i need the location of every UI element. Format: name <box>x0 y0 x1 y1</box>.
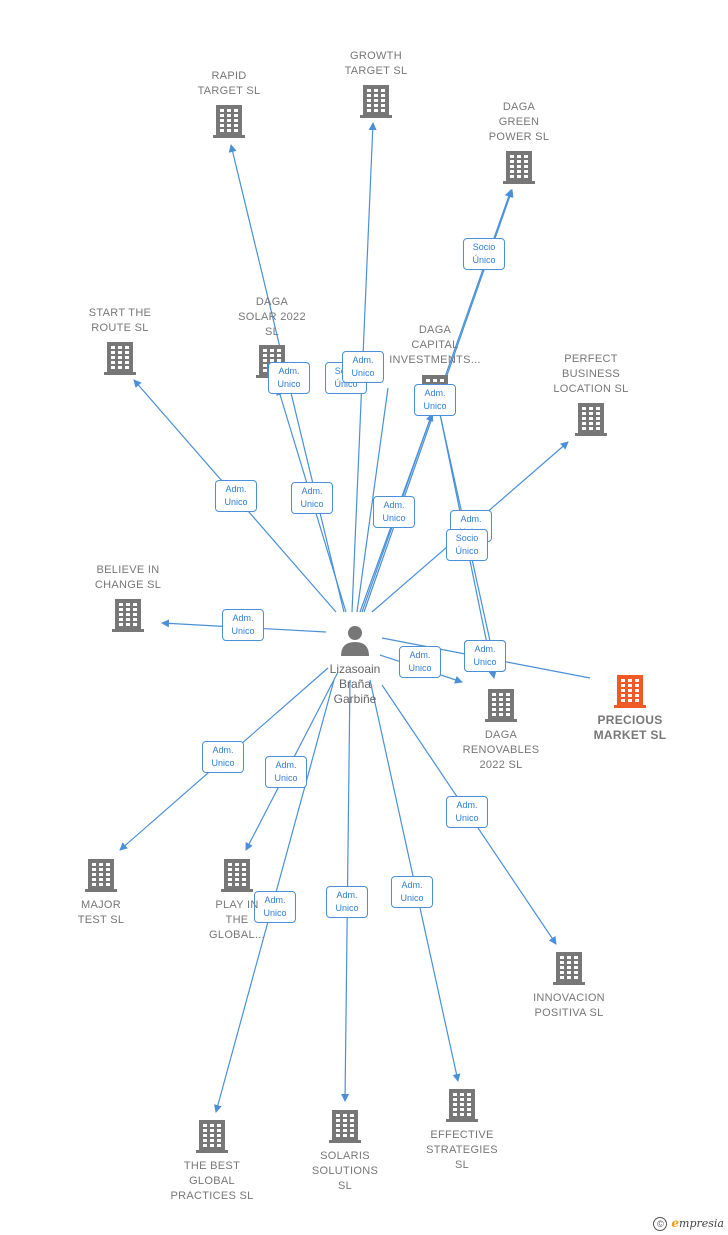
company-label-believe[interactable]: BELIEVE IN CHANGE SL <box>94 564 162 591</box>
company-label-daga-solar[interactable]: DAGA SOLAR 2022 SL <box>238 296 306 338</box>
relation-badge-believe[interactable]: Adm. Unico <box>222 609 264 641</box>
company-label-precious[interactable]: PRECIOUS MARKET SL <box>593 713 667 742</box>
company-label-perfect[interactable]: PERFECT BUSINESS LOCATION SL <box>553 353 629 395</box>
person-name-label[interactable]: Lizasoain Braña Garbiñe <box>329 662 381 706</box>
building-icon[interactable] <box>446 1089 478 1122</box>
relation-badge-rapid[interactable]: Adm. Unico <box>268 362 310 394</box>
company-label-effective[interactable]: EFFECTIVE STRATEGIES SL <box>426 1129 498 1171</box>
building-icon[interactable] <box>614 675 646 708</box>
relation-badge-daga-capital[interactable]: Adm. Unico <box>373 496 415 528</box>
company-label-daga-capital[interactable]: DAGA CAPITAL INVESTMENTS... <box>389 324 481 366</box>
relation-badge-innovacion[interactable]: Adm. Unico <box>446 796 488 828</box>
building-icon[interactable] <box>196 1120 228 1153</box>
company-label-growth[interactable]: GROWTH TARGET SL <box>344 50 408 77</box>
building-icon[interactable] <box>503 151 535 184</box>
building-icon[interactable] <box>213 105 245 138</box>
relation-badge-growth[interactable]: Adm. Unico <box>342 351 384 383</box>
building-icon[interactable] <box>329 1110 361 1143</box>
company-label-start[interactable]: START THE ROUTE SL <box>88 307 152 334</box>
company-label-innovacion[interactable]: INNOVACION POSITIVA SL <box>533 992 605 1019</box>
company-label-rapid[interactable]: RAPID TARGET SL <box>197 70 261 97</box>
building-icon[interactable] <box>112 599 144 632</box>
building-icon[interactable] <box>485 689 517 722</box>
relation-badge-best[interactable]: Adm. Unico <box>254 891 296 923</box>
relation-badge-daga-green[interactable]: Socio Único <box>463 238 505 270</box>
building-icon[interactable] <box>360 85 392 118</box>
company-label-major[interactable]: MAJOR TEST SL <box>77 899 125 926</box>
building-icon[interactable] <box>575 403 607 436</box>
company-label-best[interactable]: THE BEST GLOBAL PRACTICES SL <box>170 1160 254 1202</box>
relation-badge-start[interactable]: Adm. Unico <box>215 480 257 512</box>
person-icon[interactable] <box>341 626 369 656</box>
company-label-play[interactable]: PLAY IN THE GLOBAL... <box>209 899 265 941</box>
building-icon[interactable] <box>221 859 253 892</box>
relation-badge-major[interactable]: Adm. Unico <box>202 741 244 773</box>
relation-badge-daga-solar[interactable]: Adm. Unico <box>291 482 333 514</box>
company-label-daga-green[interactable]: DAGA GREEN POWER SL <box>488 101 550 143</box>
relation-badge-daga-renov[interactable]: Adm. Unico <box>399 646 441 678</box>
building-icon[interactable] <box>85 859 117 892</box>
relation-badge-precious[interactable]: Adm. Unico <box>464 640 506 672</box>
relation-badge-daga-green[interactable]: Adm. Unico <box>414 384 456 416</box>
building-icon[interactable] <box>553 952 585 985</box>
company-label-daga-renov[interactable]: DAGA RENOVABLES 2022 SL <box>462 729 540 771</box>
relation-badge-play[interactable]: Adm. Unico <box>265 756 307 788</box>
company-label-solaris[interactable]: SOLARIS SOLUTIONS SL <box>311 1150 379 1192</box>
copyright-icon: © <box>653 1217 668 1231</box>
building-icon[interactable] <box>104 342 136 375</box>
relation-badge-effective[interactable]: Adm. Unico <box>391 876 433 908</box>
relation-badge-perfect[interactable]: Socio Único <box>446 529 488 561</box>
empresia-logo: ©empresia <box>653 1216 724 1231</box>
relation-badge-solaris[interactable]: Adm. Unico <box>326 886 368 918</box>
edge-line-growth <box>356 387 389 613</box>
